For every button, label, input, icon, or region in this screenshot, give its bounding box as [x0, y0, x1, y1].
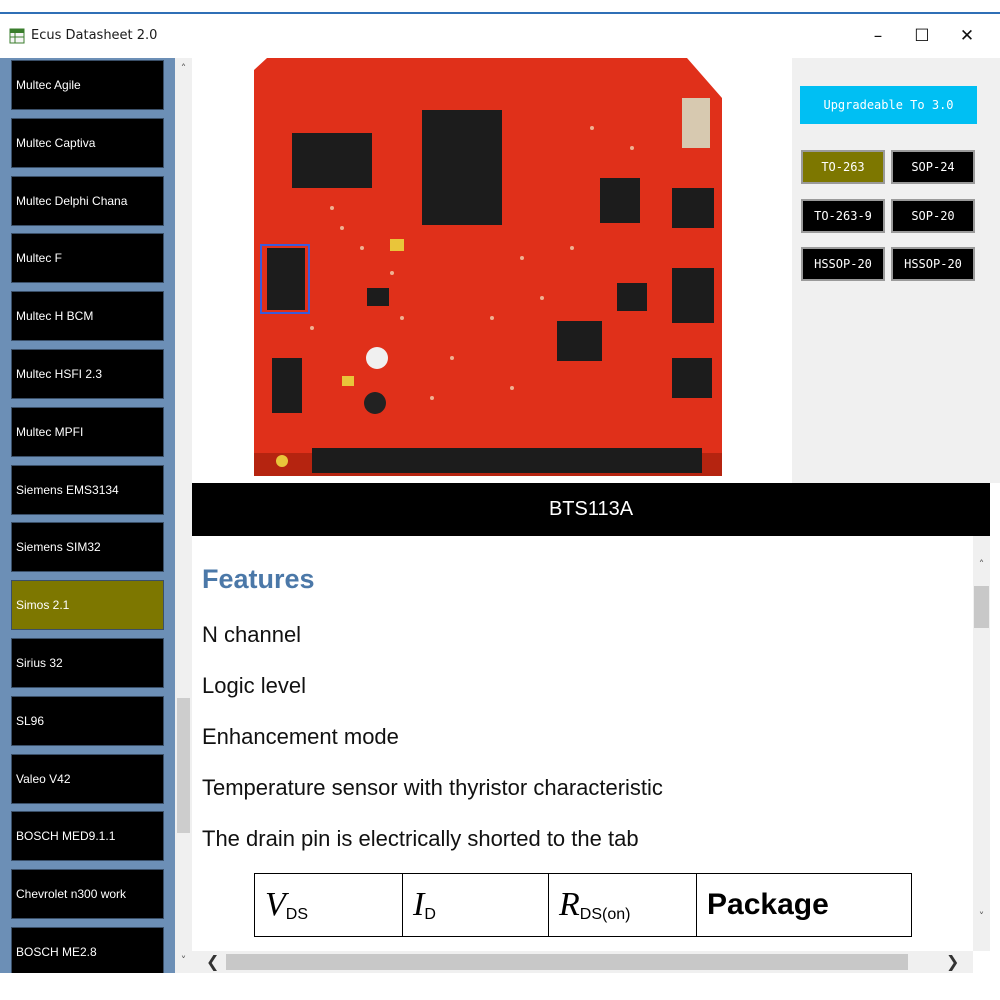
datasheet-viewer[interactable]: Features N channel Logic level Enhanceme…: [192, 536, 973, 951]
scroll-right-icon[interactable]: ❯: [946, 952, 960, 971]
sidebar-item[interactable]: Siemens EMS3134: [11, 464, 164, 515]
sidebar-item[interactable]: Simos 2.1: [11, 580, 164, 631]
part-name-bar: BTS113A: [192, 483, 990, 536]
maximize-icon: ☐: [914, 26, 930, 46]
close-icon: ✕: [959, 26, 975, 46]
sidebar-item[interactable]: Chevrolet n300 work: [11, 869, 164, 920]
scroll-down-icon[interactable]: ˅: [978, 910, 985, 923]
sidebar-item[interactable]: Multec H BCM: [11, 291, 164, 342]
package-button[interactable]: TO-263: [801, 150, 885, 184]
horizontal-scroll-thumb[interactable]: [226, 954, 908, 970]
package-button[interactable]: SOP-20: [891, 199, 975, 233]
minimize-icon: –: [873, 26, 883, 46]
sidebar-item[interactable]: SL96: [11, 695, 164, 746]
ecu-board-image: [192, 58, 792, 483]
package-button[interactable]: HSSOP-20: [891, 247, 975, 281]
scroll-left-icon[interactable]: ❮: [206, 952, 220, 971]
package-button[interactable]: TO-263-9: [801, 199, 885, 233]
minimize-button[interactable]: –: [855, 14, 901, 58]
window-top-border: [0, 12, 1000, 14]
window-title: Ecus Datasheet 2.0: [31, 28, 158, 43]
features-heading: Features: [202, 564, 315, 594]
sidebar-item[interactable]: Multec Agile: [11, 60, 164, 110]
sidebar-item[interactable]: Multec HSFI 2.3: [11, 349, 164, 399]
scroll-up-icon[interactable]: ˄: [180, 62, 187, 75]
sidebar-item[interactable]: Siemens SIM32: [11, 522, 164, 573]
table-header-package: Package: [696, 874, 912, 936]
scroll-down-icon[interactable]: ˅: [180, 954, 187, 967]
feature-item: Logic level: [202, 673, 306, 698]
sidebar-item[interactable]: Valeo V42: [11, 753, 164, 804]
sidebar-item[interactable]: Multec Captiva: [11, 117, 164, 168]
feature-item: Temperature sensor with thyristor charac…: [202, 775, 663, 800]
sidebar-item[interactable]: BOSCH MED9.1.1: [11, 811, 164, 862]
datasheet-horizontal-scrollbar[interactable]: ❮ ❯: [192, 951, 973, 973]
sidebar-item[interactable]: BOSCH ME2.8: [11, 927, 164, 973]
sidebar-item[interactable]: Sirius 32: [11, 638, 164, 688]
close-button[interactable]: ✕: [944, 14, 990, 58]
feature-item: The drain pin is electrically shorted to…: [202, 826, 639, 851]
sidebar-scroll-thumb[interactable]: [177, 698, 190, 833]
upgrade-button[interactable]: Upgradeable To 3.0: [800, 86, 977, 124]
datasheet-vertical-scrollbar[interactable]: ˄ ˅: [973, 536, 990, 951]
package-panel: Upgradeable To 3.0 TO-263 SOP-24 TO-263-…: [792, 58, 1000, 483]
feature-item: Enhancement mode: [202, 724, 399, 749]
circuit-board-picture: [254, 58, 722, 476]
table-divider: [254, 936, 912, 937]
package-button[interactable]: SOP-24: [891, 150, 975, 184]
scroll-up-icon[interactable]: ˄: [978, 558, 985, 571]
sidebar-item[interactable]: Multec MPFI: [11, 406, 164, 457]
maximize-button[interactable]: ☐: [899, 14, 945, 58]
sidebar-scrollbar[interactable]: ˄ ˅: [175, 58, 192, 973]
datasheet-scroll-thumb[interactable]: [974, 586, 989, 628]
title-bar[interactable]: Ecus Datasheet 2.0 – ☐ ✕: [0, 14, 1000, 58]
sidebar-item[interactable]: Multec Delphi Chana: [11, 175, 164, 226]
sidebar-item[interactable]: Multec F: [11, 233, 164, 284]
feature-item: N channel: [202, 622, 302, 647]
package-button[interactable]: HSSOP-20: [801, 247, 885, 281]
spreadsheet-app-icon: [9, 28, 25, 44]
